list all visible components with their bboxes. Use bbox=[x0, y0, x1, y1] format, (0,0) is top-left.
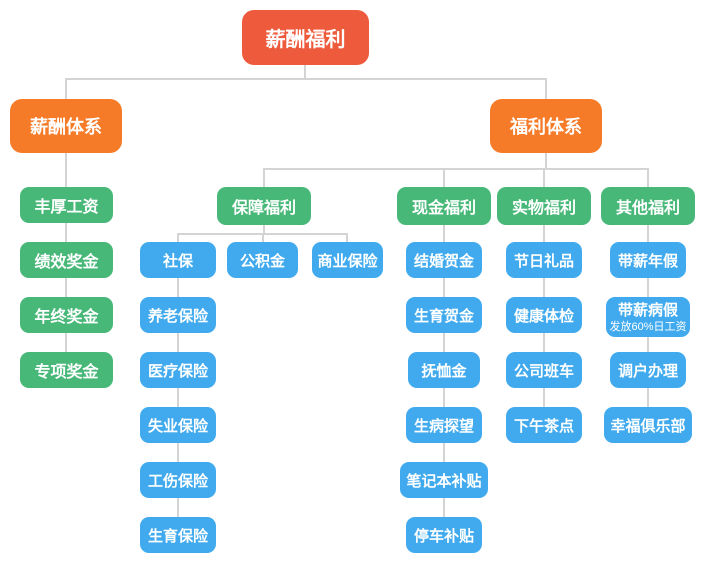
node-afternoon-tea: 下午茶点 bbox=[506, 407, 582, 443]
node-childbirth-gift-money: 生育贺金 bbox=[406, 297, 482, 333]
connector-line bbox=[177, 233, 179, 242]
paid-sick-leave-note: 发放60%日工资 bbox=[609, 321, 687, 334]
node-commercial-insurance: 商业保险 bbox=[312, 242, 383, 278]
paid-sick-leave-label: 带薪病假 bbox=[617, 302, 678, 320]
node-physical-benefits: 实物福利 bbox=[497, 187, 591, 225]
node-work-injury-insurance: 工伤保险 bbox=[140, 462, 216, 498]
connector-line bbox=[263, 168, 649, 170]
node-special-bonus: 专项奖金 bbox=[20, 352, 113, 388]
node-generous-salary: 丰厚工资 bbox=[20, 187, 113, 223]
node-condolence-money: 抚恤金 bbox=[408, 352, 480, 388]
node-salary-system: 薪酬体系 bbox=[10, 99, 122, 153]
node-wedding-gift-money: 结婚贺金 bbox=[406, 242, 482, 278]
node-welfare-system: 福利体系 bbox=[490, 99, 602, 153]
node-sick-visit: 生病探望 bbox=[406, 407, 482, 443]
node-cash-benefits: 现金福利 bbox=[397, 187, 491, 225]
node-housing-fund: 公积金 bbox=[227, 242, 298, 278]
node-happiness-club: 幸福俱乐部 bbox=[604, 407, 692, 443]
node-year-end-bonus: 年终奖金 bbox=[20, 297, 113, 333]
connector-line bbox=[263, 168, 265, 187]
node-insurance-benefits: 保障福利 bbox=[217, 187, 311, 225]
connector-line bbox=[443, 168, 445, 187]
connector-line bbox=[65, 78, 547, 80]
connector-line bbox=[346, 233, 348, 242]
connector-line bbox=[65, 78, 67, 99]
node-social-insurance: 社保 bbox=[140, 242, 216, 278]
node-root: 薪酬福利 bbox=[242, 10, 369, 65]
node-paid-annual-leave: 带薪年假 bbox=[610, 242, 686, 278]
node-paid-sick-leave: 带薪病假 发放60%日工资 bbox=[606, 297, 690, 337]
node-performance-bonus: 绩效奖金 bbox=[20, 242, 113, 278]
node-company-shuttle: 公司班车 bbox=[506, 352, 582, 388]
connector-line bbox=[647, 168, 649, 187]
node-holiday-gifts: 节日礼品 bbox=[506, 242, 582, 278]
node-health-checkup: 健康体检 bbox=[506, 297, 582, 333]
node-unemployment-insurance: 失业保险 bbox=[140, 407, 216, 443]
connector-line bbox=[304, 65, 306, 80]
connector-line bbox=[177, 278, 179, 518]
node-other-benefits: 其他福利 bbox=[601, 187, 695, 225]
connector-line bbox=[545, 152, 547, 169]
connector-line bbox=[543, 168, 545, 187]
node-pension-insurance: 养老保险 bbox=[140, 297, 216, 333]
connector-line bbox=[263, 225, 265, 235]
node-parking-allowance: 停车补贴 bbox=[406, 517, 482, 553]
node-hukou-transfer: 调户办理 bbox=[610, 352, 686, 388]
node-medical-insurance: 医疗保险 bbox=[140, 352, 216, 388]
node-laptop-allowance: 笔记本补贴 bbox=[400, 462, 488, 498]
connector-line bbox=[545, 78, 547, 99]
node-maternity-insurance: 生育保险 bbox=[140, 517, 216, 553]
connector-line bbox=[262, 233, 264, 242]
